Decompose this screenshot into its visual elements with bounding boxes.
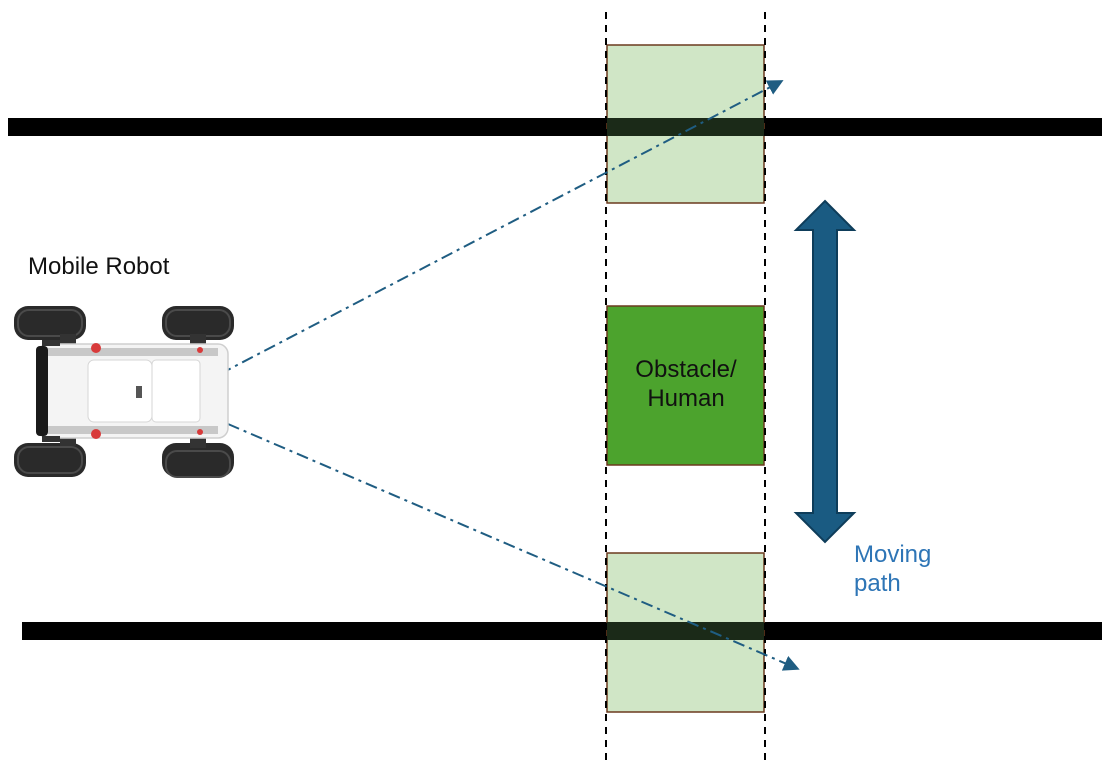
obstacle-box bbox=[606, 305, 765, 466]
bottom-wall bbox=[22, 622, 1102, 640]
sensor-line-upper bbox=[219, 80, 784, 375]
robot-wheel-front-left bbox=[14, 306, 86, 340]
upper-zone-wall-overlap bbox=[607, 118, 764, 136]
robot-wheel-front-right bbox=[14, 443, 86, 477]
robot-wheel-rear-left bbox=[162, 306, 234, 340]
moving-path-label: Moving path bbox=[854, 541, 932, 597]
obstacle-label: Obstacle/ Human bbox=[635, 356, 737, 412]
robot-label: Mobile Robot bbox=[28, 253, 170, 280]
moving-path-arrow-icon bbox=[793, 199, 857, 544]
sensor-line-lower bbox=[227, 423, 800, 671]
robot-wheel-rear-right bbox=[162, 443, 234, 477]
lower-zone-wall-overlap bbox=[607, 622, 764, 640]
mobile-robot-icon bbox=[14, 306, 234, 478]
top-wall bbox=[8, 118, 1102, 136]
